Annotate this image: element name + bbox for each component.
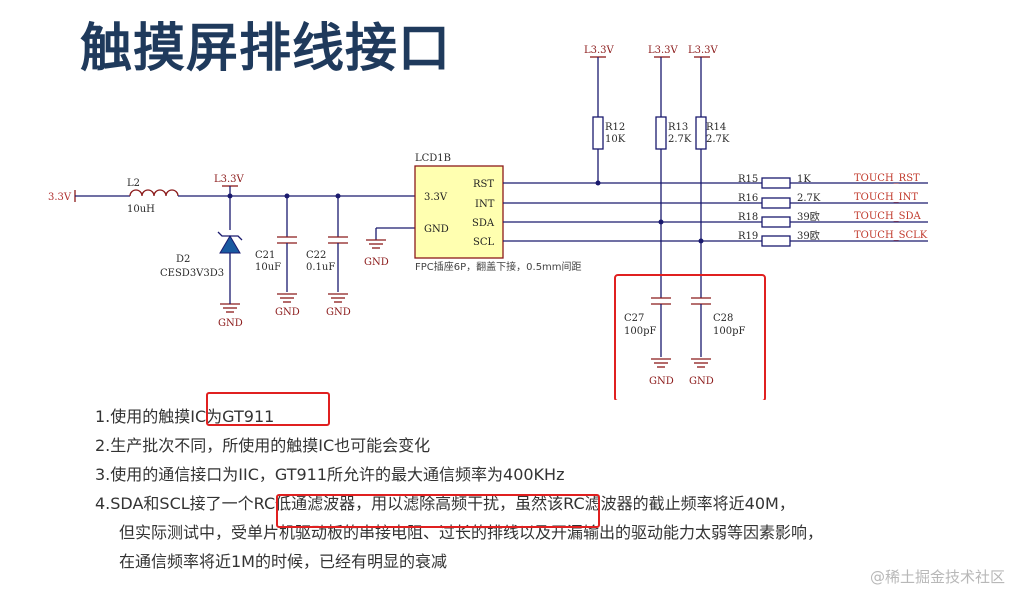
cap-value: 10uF bbox=[255, 262, 281, 273]
net-label: TOUCH_SDA bbox=[854, 211, 922, 222]
net-label: TOUCH_RST bbox=[854, 173, 920, 184]
resistor-ref: R15 bbox=[738, 174, 758, 185]
resistor-ref: R16 bbox=[738, 193, 758, 204]
resistor-value: 39欧 bbox=[797, 230, 820, 242]
diode-d2 bbox=[219, 235, 241, 254]
pin-sda: SDA bbox=[472, 218, 495, 229]
rail-l3v3-label: L3.3V bbox=[648, 45, 679, 56]
cap-ref: C21 bbox=[255, 250, 275, 261]
diode-ref: D2 bbox=[176, 254, 190, 265]
resistor-value: 10K bbox=[605, 134, 626, 145]
resistor-ref: R19 bbox=[738, 231, 758, 242]
net-label: TOUCH_INT bbox=[854, 192, 918, 203]
gnd-label: GND bbox=[218, 318, 243, 329]
cap-ref: C28 bbox=[713, 313, 733, 324]
connector-ref: LCD1B bbox=[415, 153, 451, 164]
note-highlight-text: IC为GT911 bbox=[190, 407, 275, 426]
net-label: TOUCH_SCLK bbox=[854, 230, 928, 241]
cap-value: 100pF bbox=[713, 326, 745, 337]
cap-ref: C22 bbox=[306, 250, 326, 261]
pin-int: INT bbox=[475, 199, 495, 210]
notes-list: 1.使用的触摸IC为GT911 2.生产批次不同，所使用的触摸IC也可能会变化 … bbox=[95, 402, 823, 576]
resistor-ref: R18 bbox=[738, 212, 758, 223]
rail-3v3-label: 3.3V bbox=[48, 192, 72, 203]
connector-lcd1b bbox=[414, 165, 504, 259]
connector-note: FPC插座6P，翻盖下接，0.5mm间距 bbox=[415, 260, 582, 273]
resistor-value: 2.7K bbox=[668, 134, 692, 145]
resistor-r12 bbox=[592, 116, 604, 150]
cap-ref: C27 bbox=[624, 313, 644, 324]
resistor-r14 bbox=[695, 116, 707, 150]
pin-scl: SCL bbox=[473, 237, 495, 248]
inductor-ref: L2 bbox=[127, 178, 140, 189]
note-highlight-text: RC低通滤波器，用以滤除高频干扰， bbox=[253, 494, 516, 513]
diode-value: CESD3V3D3 bbox=[160, 268, 224, 279]
note-2: 2.生产批次不同，所使用的触摸IC也可能会变化 bbox=[95, 436, 431, 455]
gnd-label: GND bbox=[689, 376, 714, 387]
schematic-diagram: 3.3V L2 10uH L3.3V D2 CESD3V3D3 GND C21 … bbox=[48, 45, 928, 400]
resistor-value: 39欧 bbox=[797, 211, 820, 223]
gnd-label: GND bbox=[326, 307, 351, 318]
rail-l3v3-label: L3.3V bbox=[214, 174, 245, 185]
note-text: 虽然该RC滤波器的截止频率将近40M， bbox=[515, 494, 795, 513]
watermark: @稀土掘金技术社区 bbox=[869, 568, 1005, 586]
resistor-r19 bbox=[761, 235, 791, 247]
resistor-value: 1K bbox=[797, 174, 811, 185]
gnd-label: GND bbox=[275, 307, 300, 318]
ic-highlight-box bbox=[206, 392, 330, 426]
pin-rst: RST bbox=[473, 179, 494, 190]
inductor-value: 10uH bbox=[127, 204, 155, 215]
junction bbox=[698, 238, 704, 244]
resistor-value: 2.7K bbox=[706, 134, 730, 145]
rail-l3v3-label: L3.3V bbox=[584, 45, 615, 56]
pin-gnd: GND bbox=[424, 224, 449, 235]
diode-bar bbox=[217, 231, 243, 241]
resistor-value: 2.7K bbox=[797, 193, 821, 204]
resistor-r15 bbox=[761, 177, 791, 189]
resistor-ref: R13 bbox=[668, 122, 688, 133]
pin-3v3: 3.3V bbox=[424, 192, 448, 203]
note-3: 3.使用的通信接口为IIC，GT911所允许的最大通信频率为400KHz bbox=[95, 465, 565, 484]
page-title: 触摸屏排线接口 bbox=[80, 19, 452, 79]
rc-filter-highlight-box bbox=[276, 494, 600, 528]
note-text: 4.SDA和SCL接了一个 bbox=[95, 494, 254, 513]
resistor-r18 bbox=[761, 216, 791, 228]
resistor-ref: R12 bbox=[605, 122, 625, 133]
filter-cap-highlight bbox=[614, 274, 766, 400]
cap-value: 100pF bbox=[624, 326, 656, 337]
junction bbox=[658, 219, 664, 225]
junction bbox=[595, 180, 601, 186]
resistor-ref: R14 bbox=[706, 122, 726, 133]
note-1: 1.使用的触摸IC为GT911 bbox=[95, 402, 823, 431]
inductor-l2 bbox=[129, 189, 179, 197]
cap-value: 0.1uF bbox=[306, 262, 335, 273]
gnd-label: GND bbox=[649, 376, 674, 387]
note-4-continued: 在通信频率将近1M的时候，已经有明显的衰减 bbox=[119, 552, 447, 571]
resistor-r16 bbox=[761, 197, 791, 209]
rail-l3v3-label: L3.3V bbox=[688, 45, 719, 56]
resistor-r13 bbox=[655, 116, 667, 150]
note-4: 4.SDA和SCL接了一个RC低通滤波器，用以滤除高频干扰，虽然该RC滤波器的截… bbox=[95, 489, 823, 518]
note-text: 1.使用的触摸 bbox=[95, 407, 191, 426]
gnd-label: GND bbox=[364, 257, 389, 268]
